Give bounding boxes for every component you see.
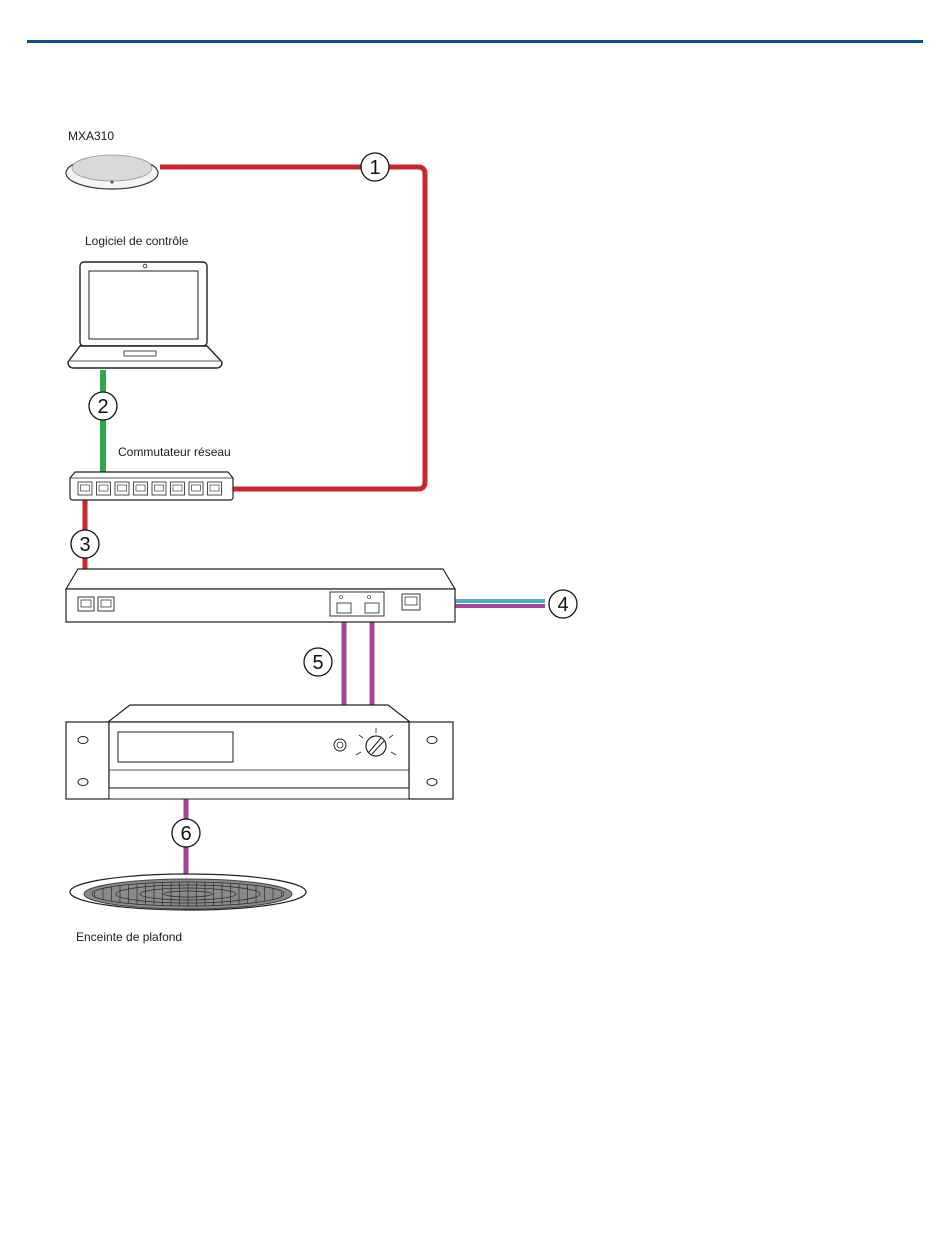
amplifier: [66, 705, 453, 799]
ceiling-speaker: Enceinte de plafond: [70, 874, 306, 944]
software-label: Logiciel de contrôle: [85, 234, 189, 248]
callout-3: 3: [71, 530, 99, 558]
network-switch: Commutateur réseau: [70, 445, 233, 500]
callout-5: 5: [304, 648, 332, 676]
callout-4-number: 4: [557, 594, 568, 616]
callout-3-number: 3: [79, 534, 90, 556]
speaker-label: Enceinte de plafond: [76, 930, 182, 944]
switch-port: [134, 482, 148, 495]
switch-port: [171, 482, 185, 495]
switch-port: [97, 482, 111, 495]
switch-port: [115, 482, 129, 495]
callout-2: 2: [89, 392, 117, 420]
callout-1: 1: [361, 153, 389, 181]
callout-1-number: 1: [369, 157, 380, 179]
callout-6: 6: [172, 819, 200, 847]
dsp-audio-outputs: [330, 592, 384, 616]
laptop-control-software: Logiciel de contrôle: [68, 234, 222, 368]
switch-port: [78, 482, 92, 495]
switch-port: [189, 482, 203, 495]
dsp-dante-port: [402, 594, 420, 610]
mxa310-microphone: MXA310: [66, 129, 158, 189]
switch-port: [208, 482, 222, 495]
switch-port: [152, 482, 166, 495]
mic-label: MXA310: [68, 129, 114, 143]
callout-4: 4: [549, 590, 577, 618]
dsp-rack-device: [66, 569, 455, 622]
callout-6-number: 6: [180, 823, 191, 845]
callout-5-number: 5: [312, 652, 323, 674]
callout-2-number: 2: [97, 396, 108, 418]
switch-label: Commutateur réseau: [118, 445, 231, 459]
